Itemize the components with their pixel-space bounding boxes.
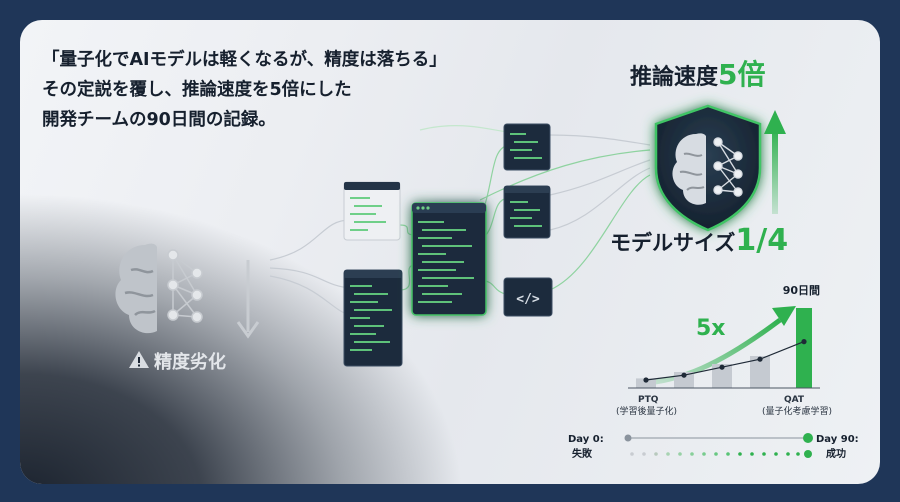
code-panel-2 <box>343 269 403 367</box>
timeline-start-dot <box>624 434 632 442</box>
brain-network-icon-left <box>115 243 203 334</box>
code-brackets-icon: </> <box>516 292 540 307</box>
code-panel-1 <box>343 181 401 241</box>
code-panel-4 <box>503 185 551 239</box>
headline-line-2: その定説を覆し、推論速度を5倍にした <box>42 80 352 100</box>
degrade-label-group: 精度劣化 <box>129 351 226 373</box>
flow-lines <box>269 125 651 316</box>
chart-left-label-2: (学習後量子化) <box>616 405 677 417</box>
chart-point <box>681 372 687 378</box>
timeline-start-label-2: 失敗 <box>572 447 593 460</box>
chart-right-label-2: (量子化考慮学習) <box>762 405 832 417</box>
brain-network-icon-right <box>672 133 743 205</box>
warning-icon <box>129 351 149 368</box>
timeline: Day 0: 失敗 Day 90: 成功 <box>568 433 859 460</box>
timeline-dots <box>630 450 812 458</box>
headline-line-3: 開発チームの90日間の記録。 <box>42 110 276 130</box>
speedup-curve-arrowhead <box>772 306 796 326</box>
chart-speedup-label: 5x <box>696 316 726 341</box>
down-arrow-icon <box>236 260 260 339</box>
size-label: モデルサイズ1/4 <box>610 223 788 258</box>
code-panel-icon: </> <box>503 277 553 317</box>
chart-point <box>719 364 725 370</box>
chart-bar <box>796 308 812 388</box>
chart-point <box>643 377 649 383</box>
infographic-card: 「量子化でAIモデルは軽くなるが、精度は落ちる」 その定説を覆し、推論速度を5倍… <box>20 20 880 484</box>
timeline-end-dot <box>803 433 813 443</box>
timeline-end-label-1: Day 90: <box>816 434 859 445</box>
diagram-canvas: 精度劣化 <box>115 58 859 460</box>
headline: 「量子化でAIモデルは軽くなるが、精度は落ちる」 その定説を覆し、推論速度を5倍… <box>42 45 447 135</box>
chart-end-label: 90日間 <box>783 284 820 297</box>
chart-left-label-1: PTQ <box>638 395 659 405</box>
speed-label: 推論速度5倍 <box>630 58 766 91</box>
chart-right-label-1: QAT <box>784 395 805 405</box>
chart-point <box>757 356 763 362</box>
degrade-label: 精度劣化 <box>154 351 226 373</box>
chart-bar <box>636 378 656 388</box>
progress-chart: 90日間 5x PTQ (学習後量子化) QAT (量子化考慮学習) <box>616 284 832 417</box>
up-arrow-icon <box>764 110 786 214</box>
chart-point <box>801 339 807 345</box>
shield-brain-icon <box>654 104 762 232</box>
code-panel-3 <box>503 123 551 171</box>
timeline-start-label-1: Day 0: <box>568 434 604 445</box>
headline-line-1: 「量子化でAIモデルは軽くなるが、精度は落ちる」 <box>42 50 447 70</box>
chart-bar <box>750 356 770 388</box>
code-panel-main <box>411 202 487 316</box>
chart-bar <box>712 364 732 388</box>
timeline-end-label-2: 成功 <box>826 447 846 460</box>
